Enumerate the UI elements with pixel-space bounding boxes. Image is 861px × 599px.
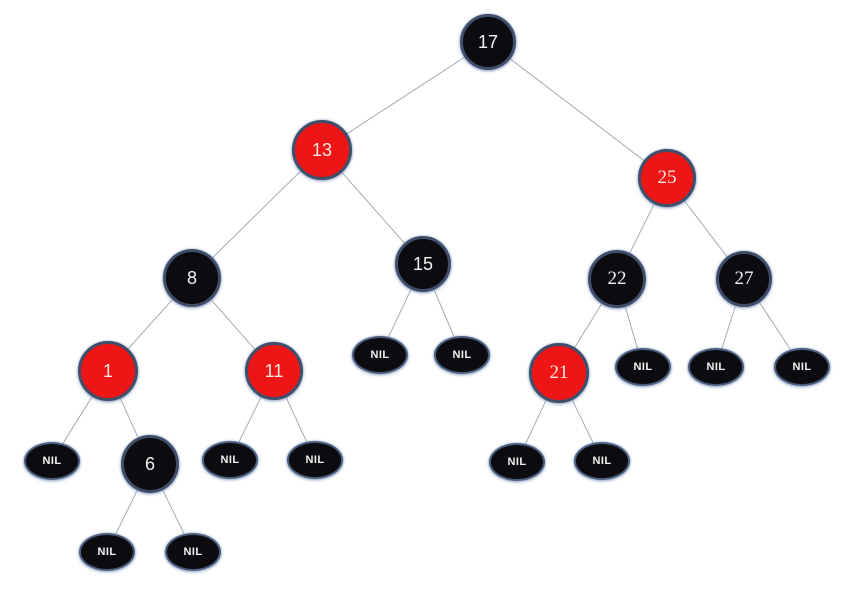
node-label: NIL [592, 455, 612, 467]
node-label: 17 [477, 31, 499, 52]
tree-node-1: 1 [78, 341, 138, 401]
node-label: NIL [370, 349, 390, 361]
node-label: NIL [452, 349, 472, 361]
tree-node-22: 22 [588, 250, 646, 308]
nil-leaf-node-nil-6R: NIL [165, 533, 221, 571]
nil-leaf-node-nil-21L: NIL [489, 443, 545, 481]
node-label: NIL [220, 454, 240, 466]
nil-leaf-node-nil-15R: NIL [434, 336, 490, 374]
node-label: 15 [412, 253, 434, 274]
tree-node-27: 27 [716, 251, 772, 307]
nil-leaf-node-nil-27R: NIL [774, 348, 830, 386]
node-label: 11 [264, 360, 284, 381]
nil-leaf-node-nil-21R: NIL [574, 442, 630, 480]
node-label: NIL [97, 546, 117, 558]
node-label: 1 [102, 360, 113, 381]
nil-leaf-node-nil-15L: NIL [352, 336, 408, 374]
tree-node-13: 13 [292, 120, 352, 180]
tree-node-21: 21 [529, 343, 589, 403]
node-label: 27 [734, 268, 754, 289]
nil-leaf-node-nil-1L: NIL [24, 442, 80, 480]
tree-edge-17-25 [487, 41, 668, 179]
nil-leaf-node-nil-11L: NIL [202, 441, 258, 479]
tree-node-17: 17 [460, 14, 516, 70]
node-label: 8 [186, 267, 197, 288]
node-label: NIL [792, 361, 812, 373]
tree-edge-17-13 [321, 41, 489, 151]
tree-node-6: 6 [121, 435, 179, 493]
node-label: 22 [607, 268, 627, 289]
nil-leaf-node-nil-6L: NIL [79, 533, 135, 571]
node-label: NIL [507, 456, 527, 468]
node-label: 25 [657, 167, 677, 188]
nil-leaf-node-nil-11R: NIL [287, 441, 343, 479]
node-label: NIL [706, 361, 726, 373]
tree-node-11: 11 [245, 342, 303, 400]
node-label: 6 [144, 453, 155, 474]
node-label: 13 [311, 139, 333, 160]
tree-node-15: 15 [395, 236, 451, 292]
nil-leaf-node-nil-22R: NIL [615, 348, 671, 386]
node-label: NIL [183, 546, 203, 558]
nil-leaf-node-nil-27L: NIL [688, 348, 744, 386]
node-label: NIL [305, 454, 325, 466]
node-label: NIL [42, 455, 62, 467]
node-label: 21 [549, 362, 569, 383]
tree-node-25: 25 [638, 149, 696, 207]
tree-node-8: 8 [163, 249, 221, 307]
node-label: NIL [633, 361, 653, 373]
